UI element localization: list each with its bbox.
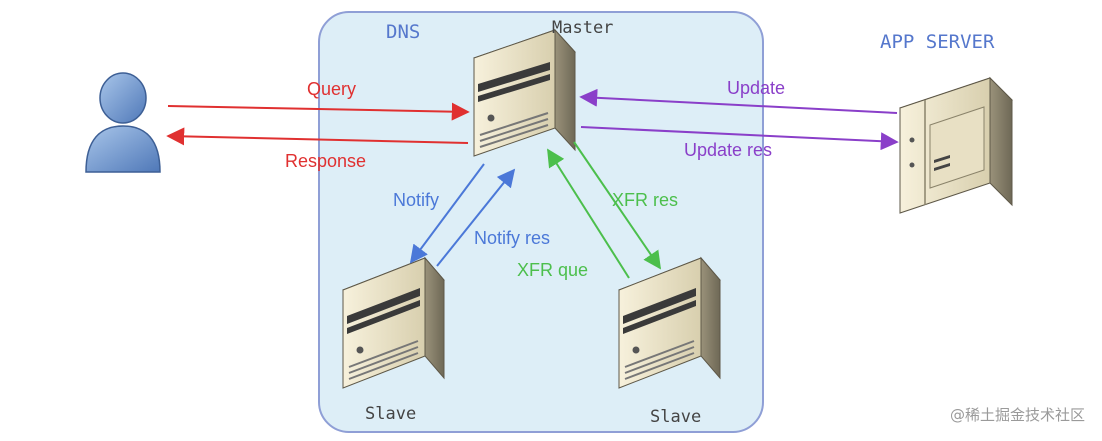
master-label: Master: [552, 18, 613, 38]
watermark-text: @稀土掘金技术社区: [950, 406, 1085, 424]
notify-res-arrow: [436, 168, 516, 267]
update-res-arrow: [580, 126, 899, 151]
app-server-icon: [899, 76, 1013, 214]
update-res-label: Update res: [684, 140, 772, 160]
master-server-icon: [473, 28, 576, 157]
notify-arrow: [409, 163, 485, 264]
response-arrow: [166, 127, 469, 146]
slave-right-label: Slave: [650, 407, 701, 427]
update-label: Update: [727, 78, 785, 98]
notify-res-label: Notify res: [474, 228, 550, 248]
slave-right-server-icon: [618, 256, 721, 389]
dns-zone-label: DNS: [386, 21, 420, 43]
app-server-label: APP SERVER: [880, 31, 995, 53]
xfr-que-label: XFR que: [517, 260, 588, 280]
xfr-res-label: XFR res: [612, 190, 678, 210]
user-icon: [85, 72, 161, 173]
response-label: Response: [285, 151, 366, 171]
query-label: Query: [307, 79, 356, 99]
query-arrow: [167, 102, 470, 121]
notify-label: Notify: [393, 190, 439, 210]
xfr-que-arrow: [547, 148, 630, 279]
update-arrow: [579, 88, 898, 114]
slave-left-label: Slave: [365, 404, 416, 424]
slave-left-server-icon: [342, 256, 445, 389]
xfr-res-arrow: [573, 141, 662, 270]
